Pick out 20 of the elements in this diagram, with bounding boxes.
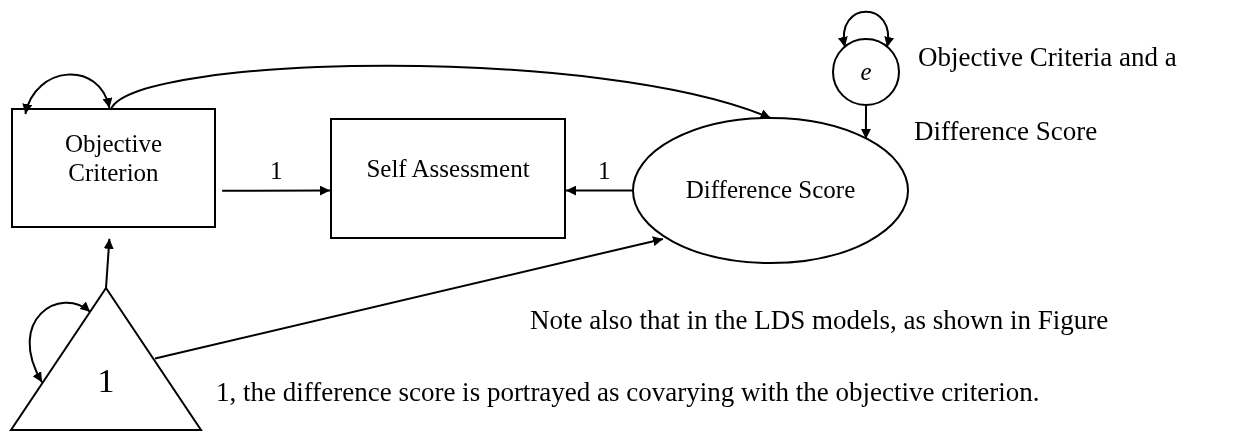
path-arrow: [860, 104, 871, 141]
node-label: e: [860, 57, 872, 87]
path-arrow: [154, 236, 664, 360]
node-label: Objective Criterion: [63, 130, 164, 188]
text-fragment: Difference Score: [914, 117, 1098, 147]
variance-arrow: [838, 10, 894, 48]
text-fragment: Note also that in the LDS models, as shown in Figure: [530, 306, 1109, 336]
path-arrow: [221, 185, 331, 196]
variance-arrow: [28, 301, 92, 384]
node-label: Self Assessment: [366, 155, 530, 184]
path-arrow: [103, 237, 114, 289]
node-label: Difference Score: [685, 176, 856, 205]
variable-box: [330, 118, 566, 239]
text-fragment: 1, the difference score is portrayed as covarying with the objective criterion.: [216, 378, 1040, 408]
variable-box: [11, 108, 216, 228]
variance-arrow: [23, 73, 112, 115]
text-fragment: Objective Criteria and a: [918, 43, 1177, 73]
node-label: 1: [97, 361, 115, 401]
path-arrow: [565, 185, 634, 196]
path-arrow: [110, 64, 772, 120]
